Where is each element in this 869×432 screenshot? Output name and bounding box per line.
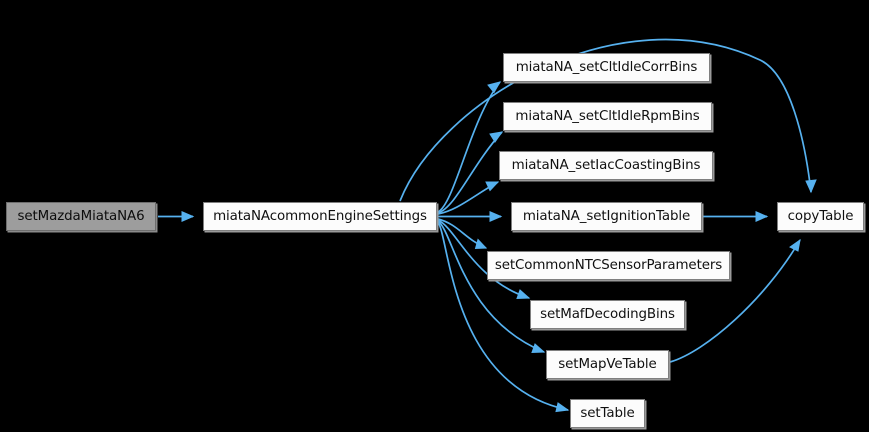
graph-node-label: miataNAcommonEngineSettings	[213, 209, 427, 224]
arrowhead-miataNAcommonEngineSettings-to-setTable	[555, 402, 570, 413]
arrowhead-setMazdaMiataNA6-to-miataNAcommonEngineSettings	[181, 211, 195, 222]
graph-node-label: setCommonNTCSensorParameters	[494, 258, 723, 273]
edge-miataNAcommonEngineSettings-to-setTable	[437, 221, 569, 411]
graph-node-miataNA_setCltIdleCorrBins[interactable]: miataNA_setCltIdleCorrBins	[503, 53, 710, 82]
arrowhead-miataNA_setIgnitionTable-to-copyTable	[755, 211, 769, 222]
graph-node-label: miataNA_setCltIdleCorrBins	[515, 60, 698, 75]
graph-node-label: miataNA_setIacCoastingBins	[511, 158, 701, 173]
arrowhead-miataNAcommonEngineSettings-to-miataNA_setIgnitionTable	[489, 211, 503, 222]
arrowhead-setMapVeTable-to-copyTable	[789, 238, 801, 252]
edge-miataNAcommonEngineSettings-to-copyTable	[399, 38, 812, 202]
edge-miataNAcommonEngineSettings-to-setMapVeTable	[437, 220, 545, 353]
graph-node-setMafDecodingBins[interactable]: setMafDecodingBins	[530, 300, 685, 329]
edges-group	[158, 38, 817, 413]
graph-node-miataNAcommonEngineSettings[interactable]: miataNAcommonEngineSettings	[203, 202, 437, 231]
arrowhead-miataNAcommonEngineSettings-to-miataNA_setCltIdleRpmBins	[489, 131, 504, 143]
edge-miataNAcommonEngineSettings-to-miataNA_setCltIdleRpmBins	[437, 131, 503, 214]
graph-node-label: miataNA_setIgnitionTable	[522, 209, 691, 224]
edge-setMapVeTable-to-copyTable	[669, 239, 801, 363]
arrowhead-miataNAcommonEngineSettings-to-setMafDecodingBins	[516, 289, 531, 300]
graph-node-setCommonNTCSensorParameters[interactable]: setCommonNTCSensorParameters	[487, 251, 730, 280]
arrowhead-miataNAcommonEngineSettings-to-miataNA_setIacCoastingBins	[485, 181, 500, 192]
graph-node-label: setMazdaMiataNA6	[17, 209, 145, 224]
graph-node-copyTable[interactable]: copyTable	[777, 202, 864, 231]
arrowhead-miataNAcommonEngineSettings-to-setCommonNTCSensorParameters	[474, 238, 488, 250]
graph-node-setMazdaMiataNA6[interactable]: setMazdaMiataNA6	[6, 202, 156, 231]
graph-node-miataNA_setIacCoastingBins[interactable]: miataNA_setIacCoastingBins	[499, 151, 713, 180]
graph-node-label: setMafDecodingBins	[540, 307, 675, 322]
graph-node-label: miataNA_setCltIdleRpmBins	[515, 109, 700, 124]
graph-node-label: copyTable	[787, 209, 854, 224]
arrowhead-miataNAcommonEngineSettings-to-setMapVeTable	[531, 343, 546, 354]
edge-miataNAcommonEngineSettings-to-setMafDecodingBins	[437, 219, 530, 299]
graph-node-miataNA_setCltIdleRpmBins[interactable]: miataNA_setCltIdleRpmBins	[503, 102, 712, 131]
graph-node-label: setTable	[580, 406, 635, 421]
arrowhead-miataNAcommonEngineSettings-to-miataNA_setCltIdleCorrBins	[487, 81, 502, 94]
arrowhead-miataNAcommonEngineSettings-to-copyTable	[805, 179, 817, 194]
graph-node-label: setMapVeTable	[558, 357, 657, 372]
graph-node-setMapVeTable[interactable]: setMapVeTable	[546, 350, 669, 379]
graph-node-miataNA_setIgnitionTable[interactable]: miataNA_setIgnitionTable	[511, 202, 702, 231]
graph-node-setTable[interactable]: setTable	[570, 399, 645, 428]
